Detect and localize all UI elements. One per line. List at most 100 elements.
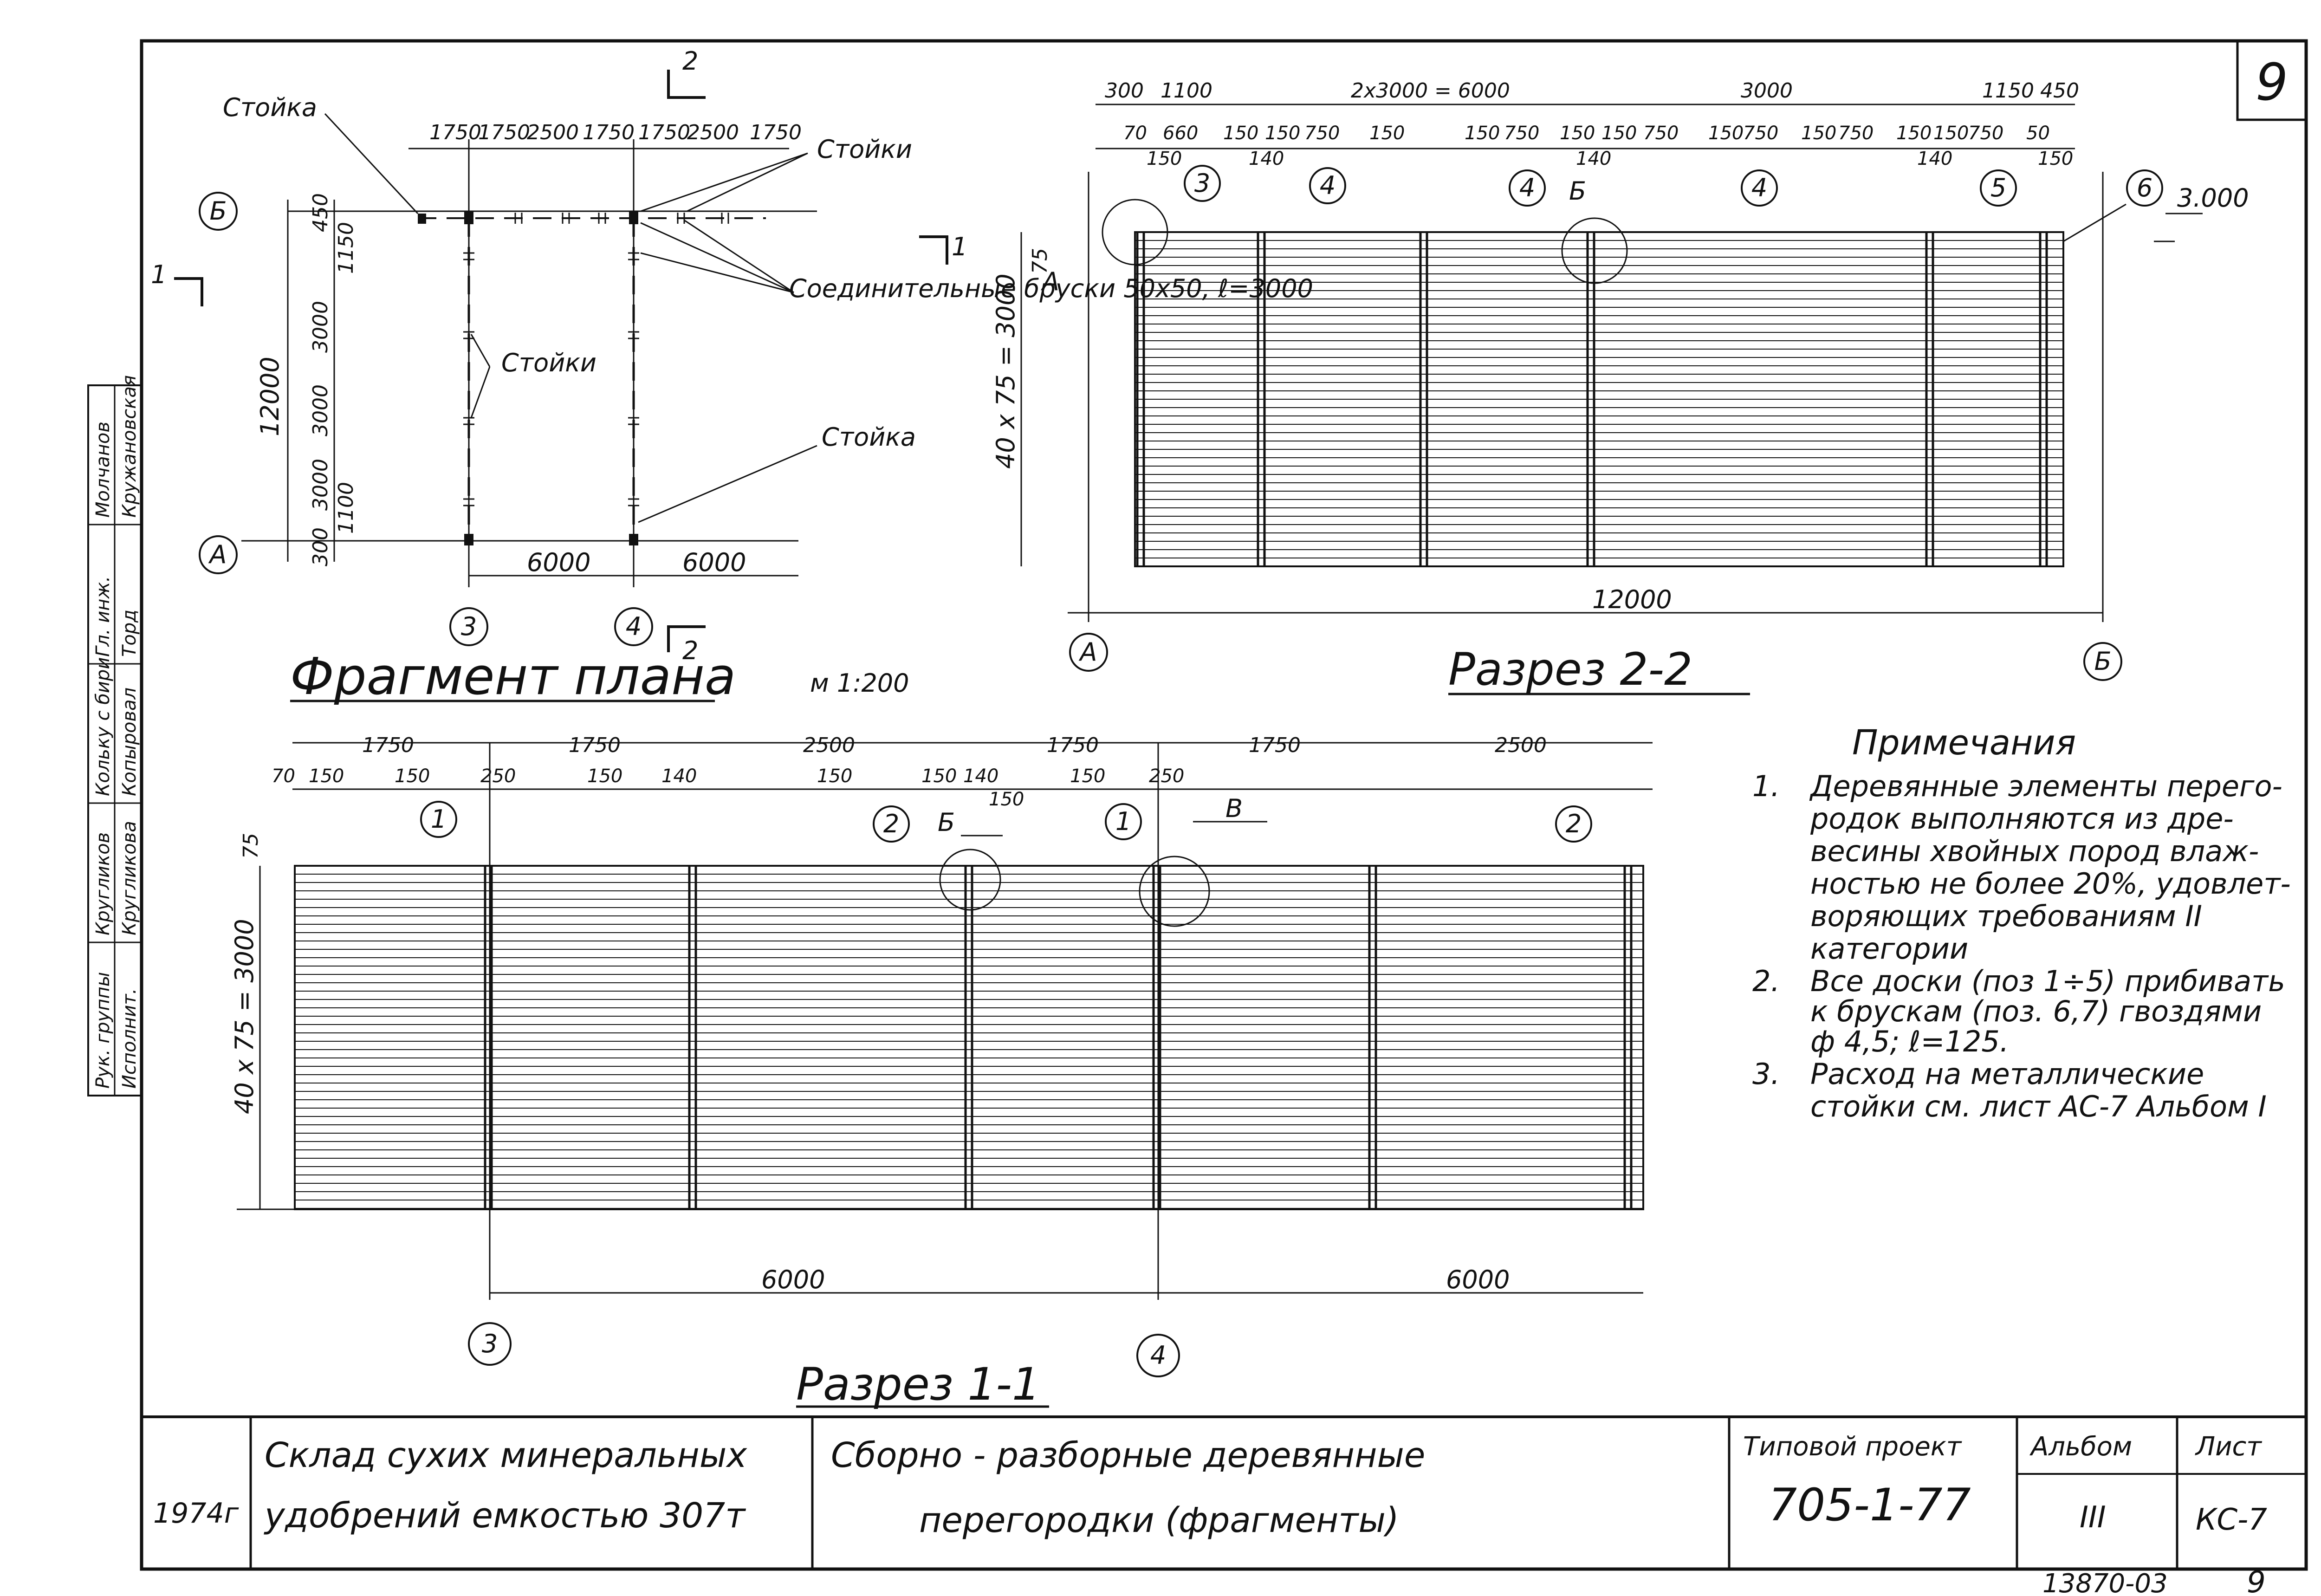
sec11-top2-9: 150 <box>989 789 1024 810</box>
sidebar-r3b: Торд <box>119 610 140 657</box>
note-1-l5: категории <box>1810 932 1968 966</box>
title-block <box>249 1417 2306 1569</box>
note-3-l1: стойки см. лист АС-7 Альбом I <box>1810 1090 2267 1123</box>
sec22-top2-11: 150 <box>1708 123 1744 144</box>
plan-left-dim-2: 3000 <box>309 301 332 353</box>
sec11-top2-8: 140 <box>963 766 998 787</box>
sec22-side-dim: 40 x 75 = 3000 <box>991 273 1020 469</box>
sec11-callout-1: 2 <box>883 809 899 838</box>
sec11-top2-11: 250 <box>1149 766 1184 787</box>
sec22-top2-4: 750 <box>1304 123 1340 144</box>
sec11-top1-3: 1750 <box>1047 733 1099 757</box>
sec11-bottom-dim-1: 6000 <box>1446 1265 1510 1294</box>
plan-label-stoiki-top: Стойки <box>817 135 912 164</box>
sec22-top1-2: 2x3000 = 6000 <box>1351 79 1510 103</box>
plan-left-dim-4: 3000 <box>309 459 332 511</box>
sec11-callout-3: 2 <box>1566 809 1582 838</box>
plan-sec-2-bottom: 2 <box>682 636 698 665</box>
section-2-2 <box>1020 104 2203 695</box>
note-3-l0: Расход на металлические <box>1810 1057 2204 1091</box>
sec22-node-b: Б <box>1569 176 1586 206</box>
sec22-top2-10: 750 <box>1643 123 1679 144</box>
tb-year: 1974г <box>153 1497 239 1530</box>
sidebar-r2b: Копыровал <box>119 688 140 796</box>
sec22-top2-5: 150 <box>1369 123 1405 144</box>
sec22-callout-3: 4 <box>1751 173 1767 202</box>
plan-overall-left: 12000 <box>255 357 285 436</box>
sec22-node-a: А <box>1041 267 1059 296</box>
note-1-l3: ностью не более 20%, удовлет- <box>1810 867 2291 901</box>
plan-title: Фрагмент плана <box>290 647 736 706</box>
tb-sheet-label: Лист <box>2195 1432 2262 1462</box>
note-2-l1: к брускам (поз. 6,7) гвоздями <box>1810 994 2262 1028</box>
plan-left-dim-6: 300 <box>309 527 332 566</box>
plan-bottom-dim-1: 6000 <box>682 548 746 577</box>
sec22-callout-4: 5 <box>1990 173 2006 202</box>
sec22-top2-17: 750 <box>1968 123 2003 144</box>
plan-label-stoika-bottom: Стойка <box>822 422 916 452</box>
plan-sec-2-top: 2 <box>682 46 698 76</box>
sec22-callout-1: 4 <box>1320 171 1336 200</box>
sec11-top1-5: 2500 <box>1495 733 1547 757</box>
sec11-top1-2: 2500 <box>803 733 855 757</box>
plan-top-dim-2: 2500 <box>527 121 579 144</box>
sec22-top2-16: 150 <box>1933 123 1969 144</box>
sec11-top2-6: 150 <box>817 766 852 787</box>
sec22-small-1: 140 <box>1249 148 1284 169</box>
sec11-bottom-dim-0: 6000 <box>761 1265 825 1294</box>
sec22-small-3: 140 <box>1917 148 1952 169</box>
note-1-l0: Деревянные элементы перего- <box>1809 769 2282 803</box>
sec11-top2-4: 150 <box>587 766 622 787</box>
sidebar-stamp: Рук. группы Исполнит. Кругликов Круглико… <box>87 375 143 1096</box>
plan-sec-1-right: 1 <box>952 232 967 261</box>
sec22-callout-5: 6 <box>2137 173 2152 202</box>
plan-axis-3: 3 <box>461 612 477 641</box>
tb-sheet-num: КС-7 <box>2196 1503 2267 1537</box>
sec22-small-4: 150 <box>2038 148 2073 169</box>
sidebar-r1b: Кругликова <box>119 821 140 935</box>
sec11-top2-2: 150 <box>395 766 430 787</box>
sidebar-r3a: Гл. инж. <box>92 576 114 657</box>
sec22-top2-7: 750 <box>1504 123 1539 144</box>
plan-sec-1-left: 1 <box>151 260 167 289</box>
sec22-top2-1: 660 <box>1163 123 1198 144</box>
plan-top-dim-0: 1750 <box>429 121 481 144</box>
sec22-top2-3: 150 <box>1265 123 1300 144</box>
plan-left-dim-1: 1150 <box>334 222 358 274</box>
sec11-d75: 75 <box>239 833 263 859</box>
sec22-top2-2: 150 <box>1223 123 1258 144</box>
note-1-l2: весины хвойных пород влаж- <box>1810 834 2259 868</box>
tb-object-l1: Склад сухих минеральных <box>265 1435 747 1475</box>
plan-left-dim-0: 450 <box>309 193 332 232</box>
sec22-top2-12: 750 <box>1743 123 1778 144</box>
sidebar-r0a: Рук. группы <box>92 972 114 1089</box>
sec22-top2-0: 70 <box>1123 123 1147 144</box>
sec22-top2-6: 150 <box>1465 123 1500 144</box>
plan-axis-b: Б <box>209 196 227 226</box>
sec22-d75: 75 <box>1028 248 1052 274</box>
notes-title: Примечания <box>1852 723 2076 763</box>
tb-name-l2: перегородки (фрагменты) <box>919 1500 1399 1540</box>
sec11-top1-0: 1750 <box>362 733 414 757</box>
sheet-number-box <box>2236 39 2308 121</box>
sec22-top1-3: 3000 <box>1741 79 1793 103</box>
sec11-axis-3: 3 <box>482 1329 498 1358</box>
tb-album-num: III <box>2080 1500 2106 1535</box>
plan-top-dim-4: 1750 <box>638 121 690 144</box>
sec11-top2-10: 150 <box>1070 766 1105 787</box>
plan-top-dim-1: 1750 <box>478 121 530 144</box>
sec22-bottom-dim: 12000 <box>1592 585 1672 614</box>
sec11-top2-7: 150 <box>921 766 957 787</box>
sec11-top2-1: 150 <box>309 766 344 787</box>
section-1-1 <box>237 742 1653 1408</box>
sec22-callout-2: 4 <box>1519 173 1535 202</box>
sidebar-r4a: Молчанов <box>92 422 114 518</box>
plan-label-stoika: Стойка <box>223 93 317 122</box>
plan-axis-a: А <box>208 540 227 569</box>
sec11-node-v: В <box>1225 794 1243 823</box>
note-2-l0: Все доски (поз 1÷5) прибивать <box>1810 964 2285 998</box>
sec11-top1-1: 1750 <box>569 733 621 757</box>
sec22-top1-4: 1150 <box>1982 79 2034 103</box>
sec11-side-dim: 40 x 75 = 3000 <box>230 919 259 1114</box>
